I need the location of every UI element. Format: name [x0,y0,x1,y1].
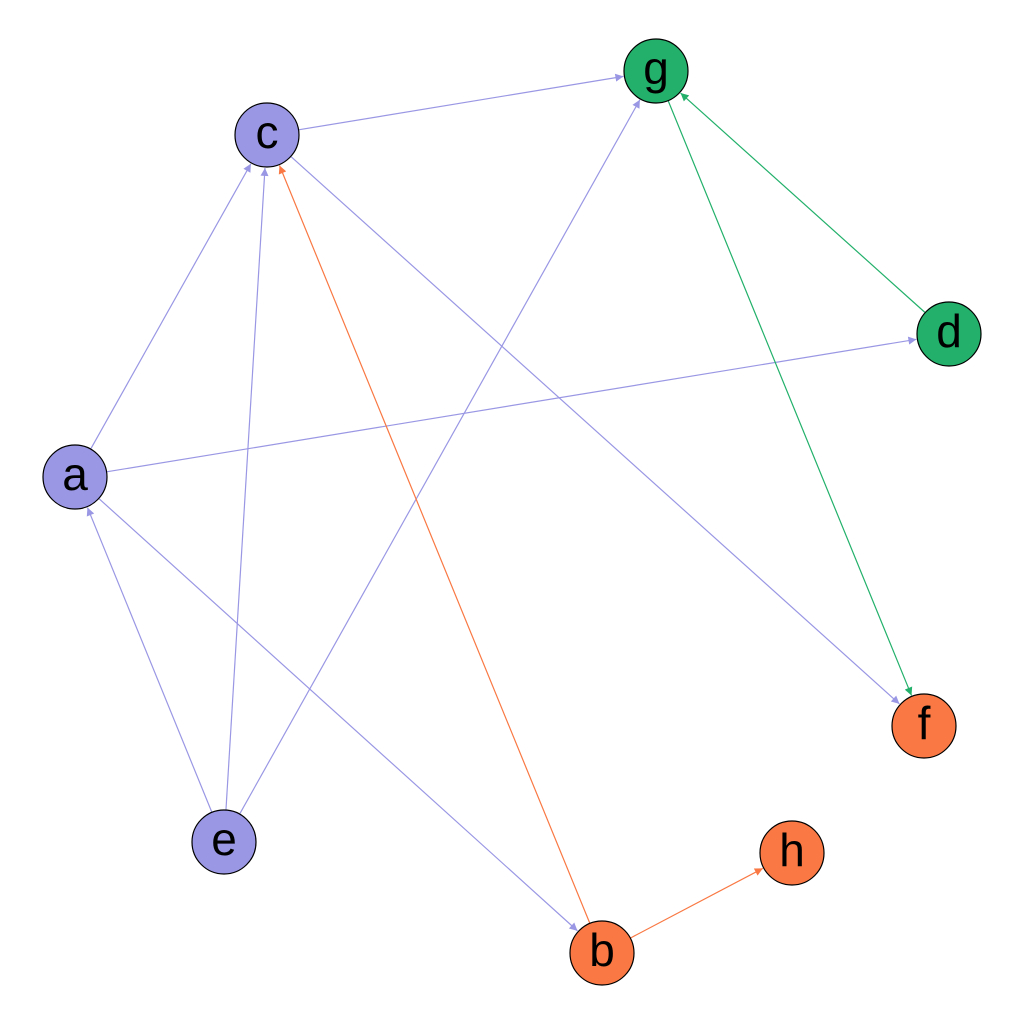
node-label-a: a [62,448,88,500]
edge-a-to-d [106,336,917,473]
edge-d-to-g [680,92,926,314]
edge-c-to-f [290,155,900,705]
node-label-g: g [643,42,669,94]
node-circle-d [916,301,982,367]
node-g: g [623,38,689,104]
node-a: a [42,444,108,510]
edge-c-to-g [298,73,624,131]
edge-a-to-b [98,498,578,932]
node-label-d: d [936,305,962,357]
node-label-h: h [779,824,805,876]
node-circle-e [191,809,257,875]
node-label-b: b [589,924,615,976]
edge-b-to-c [278,165,591,924]
node-circle-g [623,38,689,104]
node-f: f [891,693,957,759]
node-label-c: c [256,106,279,158]
edge-a-to-c [90,163,252,450]
node-b: b [569,920,635,986]
node-circle-f [891,693,957,759]
edge-e-to-g [239,99,641,815]
node-label-f: f [918,697,931,749]
node-circle-c [234,102,300,168]
edge-g-to-f [667,100,913,696]
edge-e-to-a [86,507,213,813]
node-e: e [191,809,257,875]
nodes-layer: a b c d e f g h [42,38,982,986]
edges-layer [86,73,926,939]
node-c: c [234,102,300,168]
node-label-e: e [211,813,237,865]
node-d: d [916,301,982,367]
edge-e-to-c [225,167,269,811]
node-circle-a [42,444,108,510]
node-h: h [759,820,825,886]
node-circle-b [569,920,635,986]
edge-b-to-h [630,867,764,939]
node-circle-h [759,820,825,886]
